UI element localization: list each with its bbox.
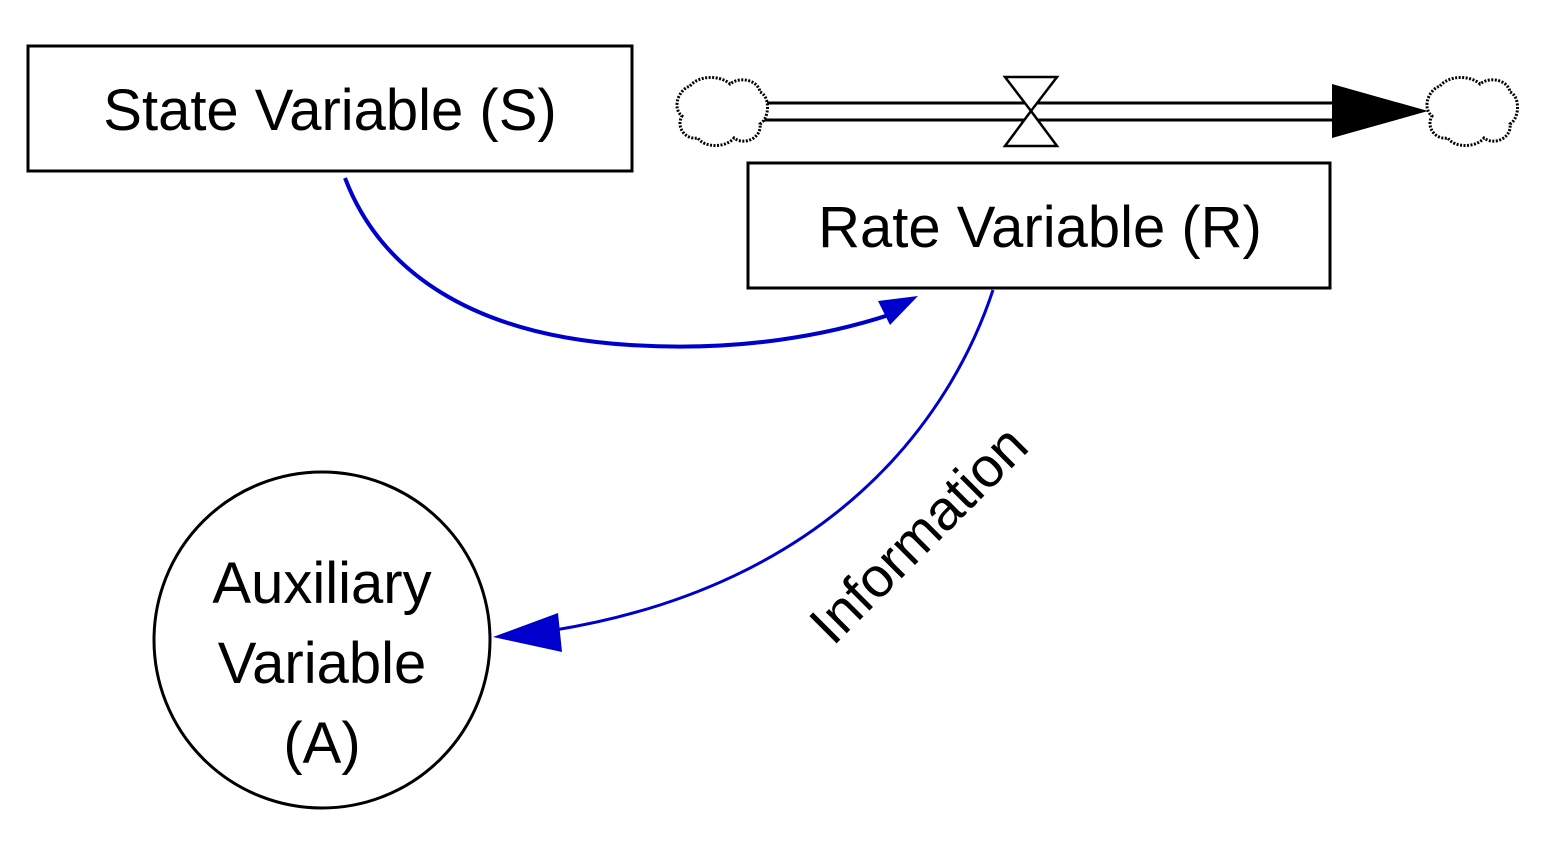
flow-pipe[interactable] [760,84,1428,138]
auxiliary-variable-circle [152,470,492,810]
auxiliary-variable-line-1: Auxiliary [212,551,431,616]
source-cloud-icon [675,76,769,147]
rate-variable-label: Rate Variable (R) [818,195,1262,260]
connector-rate-to-auxiliary[interactable] [493,289,995,652]
rate-variable[interactable]: Rate Variable (R) [746,161,1332,290]
auxiliary-variable-line-2: Variable [218,631,427,696]
valve-icon[interactable] [1002,75,1060,148]
state-variable-label: State Variable (S) [103,78,556,143]
connector-rate-to-auxiliary-arrowhead [493,613,562,652]
auxiliary-variable[interactable]: Auxiliary Variable (A) [152,470,492,810]
state-variable-box [26,44,634,173]
state-variable-stock[interactable]: State Variable (S) [26,44,634,173]
information-label: Information [797,413,1040,656]
flow-arrowhead [1332,84,1428,138]
connector-state-to-rate[interactable] [343,177,918,349]
connector-state-to-rate-line [343,177,896,349]
connector-rate-to-auxiliary-line [554,289,995,632]
auxiliary-variable-line-3: (A) [283,711,360,776]
connector-state-to-rate-arrowhead [878,296,918,325]
rate-variable-box [746,161,1332,290]
sink-cloud-icon [1425,76,1519,147]
